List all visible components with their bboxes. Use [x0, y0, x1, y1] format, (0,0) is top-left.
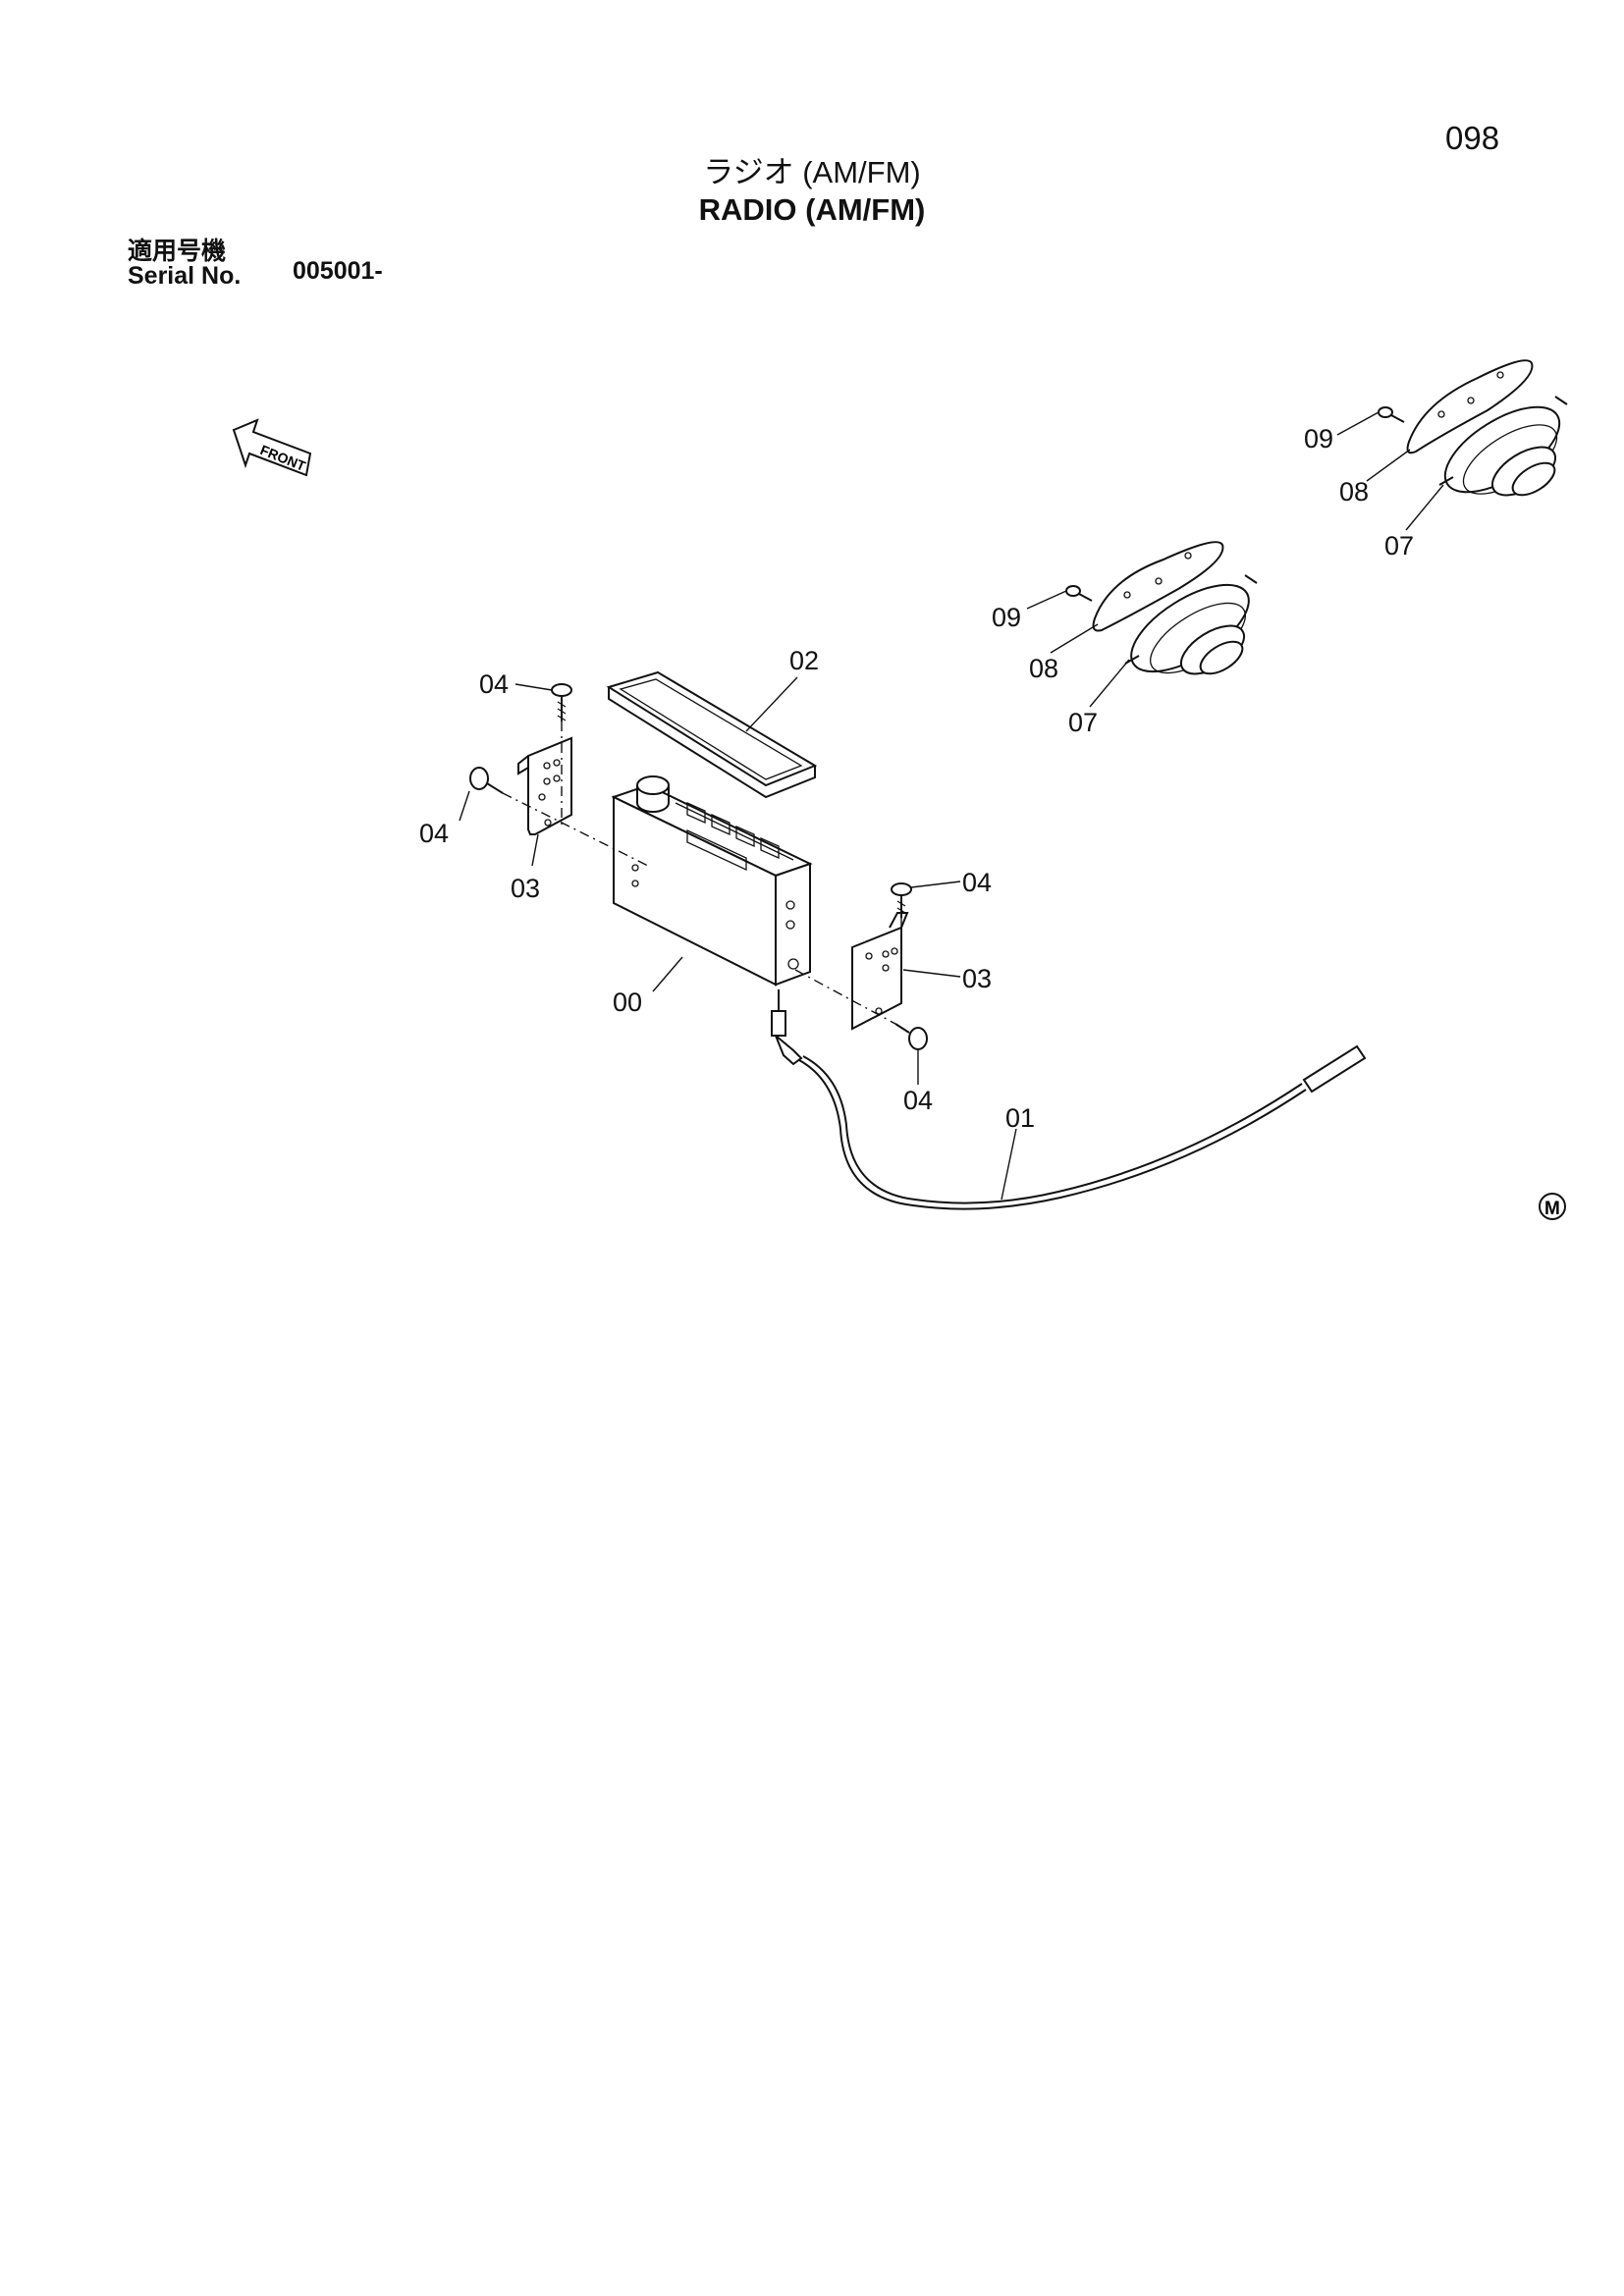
callout-09-a: 09 — [992, 603, 1021, 632]
bolt-top-left — [551, 683, 572, 721]
cover-tray — [606, 670, 818, 799]
callout-04-top-left: 04 — [479, 669, 509, 699]
leader-07-a — [1089, 659, 1130, 708]
circled-m-mark: M — [1539, 1193, 1566, 1220]
callout-04-side-left: 04 — [419, 819, 449, 848]
leader-00 — [652, 956, 683, 992]
callout-07-a: 07 — [1068, 708, 1098, 737]
serial-label-english: Serial No. — [128, 262, 242, 290]
callout-03-right: 03 — [962, 964, 992, 993]
leader-07-b — [1405, 484, 1444, 531]
leader-09-b — [1336, 411, 1380, 436]
callout-00: 00 — [613, 988, 642, 1017]
speaker-assembly-b — [1378, 359, 1568, 497]
page-number: 098 — [1445, 120, 1500, 156]
callout-03-left: 03 — [511, 874, 540, 903]
callout-08-a: 08 — [1029, 654, 1058, 683]
leader-09-a — [1026, 590, 1067, 610]
callout-01: 01 — [1005, 1103, 1035, 1133]
bolt-bottom-right — [894, 1023, 928, 1050]
leader-04-side-left — [459, 790, 470, 822]
bracket-right — [851, 912, 909, 1031]
callout-09-b: 09 — [1304, 424, 1333, 454]
callout-02: 02 — [789, 646, 819, 675]
antenna-cable — [771, 989, 1367, 1210]
speaker-assembly-a — [1065, 541, 1258, 675]
leader-04-top-right — [910, 881, 961, 888]
callout-08-b: 08 — [1339, 477, 1369, 507]
title-english: RADIO (AM/FM) — [698, 192, 926, 227]
bolt-top-right — [891, 882, 912, 918]
leader-08-b — [1366, 449, 1411, 482]
callout-04-bottom-right: 04 — [903, 1086, 933, 1115]
leader-04-top-left — [514, 683, 553, 691]
leader-02 — [745, 676, 798, 732]
leader-01 — [1001, 1128, 1017, 1201]
bolt-side-left — [469, 767, 504, 794]
assembly-line-left — [502, 792, 649, 867]
title-japanese: ラジオ (AM/FM) — [703, 155, 921, 189]
leader-08-a — [1050, 623, 1099, 654]
front-arrow-icon: FRONT — [232, 418, 312, 477]
serial-label-japanese: 適用号機 — [128, 238, 227, 265]
callout-07-b: 07 — [1384, 531, 1414, 561]
serial-number: 005001- — [293, 257, 383, 285]
front-label: FRONT — [258, 442, 308, 474]
mark-letter: M — [1544, 1199, 1560, 1219]
serial-label: 適用号機 Serial No. — [128, 240, 241, 289]
bracket-left — [517, 736, 572, 835]
leader-03-right — [902, 969, 961, 978]
callout-04-top-right: 04 — [962, 868, 992, 897]
assembly-line-right — [794, 969, 896, 1025]
radio-unit — [611, 775, 813, 987]
leader-03-left — [531, 833, 539, 867]
